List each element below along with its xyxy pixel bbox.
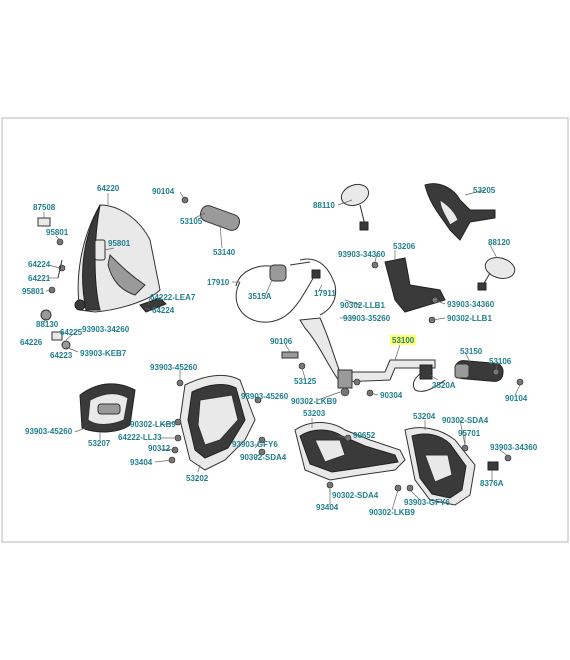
label-93903-45260-c: 93903-45260 bbox=[25, 427, 73, 436]
label-53125: 53125 bbox=[294, 377, 317, 386]
throttle-cable-part bbox=[235, 258, 337, 323]
label-90302-lkb9-a: 90302-LKB9 bbox=[291, 397, 337, 406]
label-93903-gfy6-a: 93903-GFY6 bbox=[232, 440, 278, 449]
label-88130: 88130 bbox=[36, 320, 59, 329]
upper-cover-assembly bbox=[371, 257, 446, 324]
label-93903-45260-a: 93903-45260 bbox=[150, 363, 198, 372]
label-3520a: 3520A bbox=[432, 381, 456, 390]
label-53106: 53106 bbox=[489, 357, 512, 366]
label-53150: 53150 bbox=[460, 347, 483, 356]
label-90104-b: 90104 bbox=[505, 394, 528, 403]
label-93903-keb7: 93903-KEB7 bbox=[80, 349, 127, 358]
label-87508: 87508 bbox=[33, 203, 56, 212]
left-mirror-part bbox=[340, 183, 370, 231]
left-grip-part bbox=[181, 196, 241, 231]
label-53205: 53205 bbox=[473, 186, 496, 195]
label-64222-llj3: 64222-LLJ3 bbox=[118, 433, 162, 442]
handlebar-part bbox=[299, 317, 436, 397]
label-53202: 53202 bbox=[186, 474, 209, 483]
front-panel-part bbox=[168, 374, 266, 471]
diagram-frame bbox=[1, 117, 569, 543]
label-53207: 53207 bbox=[88, 439, 111, 448]
label-64224-a: 64224 bbox=[28, 260, 51, 269]
label-90302-llb1-a: 90302-LLB1 bbox=[340, 301, 385, 310]
label-53140: 53140 bbox=[213, 248, 236, 257]
meter-cover-part bbox=[79, 383, 136, 433]
label-64226: 64226 bbox=[20, 338, 43, 347]
front-cowl-part bbox=[74, 204, 161, 313]
label-8376a: 8376A bbox=[480, 479, 504, 488]
label-64221: 64221 bbox=[28, 274, 51, 283]
label-95801-b: 95801 bbox=[108, 239, 131, 248]
label-53105: 53105 bbox=[180, 217, 203, 226]
rear-cover-part bbox=[404, 427, 512, 506]
label-64225: 64225 bbox=[60, 328, 83, 337]
label-17911: 17911 bbox=[314, 289, 336, 298]
label-53100: 53100 bbox=[392, 336, 415, 345]
label-53203: 53203 bbox=[303, 409, 326, 418]
label-53204: 53204 bbox=[413, 412, 436, 421]
label-64222-lea7: 64222-LEA7 bbox=[150, 293, 196, 302]
label-53206: 53206 bbox=[393, 242, 416, 251]
label-17910: 17910 bbox=[207, 278, 230, 287]
label-90302-lkb9-c: 90302-LKB9 bbox=[369, 508, 415, 517]
label-90106: 90106 bbox=[270, 337, 293, 346]
label-93404-b: 93404 bbox=[316, 503, 339, 512]
label-88110: 88110 bbox=[313, 201, 335, 210]
label-95801-c: 95801 bbox=[22, 287, 45, 296]
label-93903-34360-c: 93903-34360 bbox=[490, 443, 538, 452]
label-93903-34260-a: 93903-34260 bbox=[82, 325, 130, 334]
part-labels: 64220 90104 53105 53140 87508 95801 9580… bbox=[20, 184, 538, 517]
label-64224-b: 64224 bbox=[152, 306, 175, 315]
label-93903-34360-a: 93903-34360 bbox=[338, 250, 386, 259]
label-88120: 88120 bbox=[488, 238, 511, 247]
leader-lines bbox=[43, 189, 521, 511]
label-93903-gfy6-b: 93903-GFY6 bbox=[404, 498, 450, 507]
label-90302-sda4-c: 90302-SDA4 bbox=[442, 416, 489, 425]
label-95701: 95701 bbox=[458, 429, 481, 438]
label-95801-a: 95801 bbox=[46, 228, 69, 237]
label-64220: 64220 bbox=[97, 184, 120, 193]
label-3515a: 3515A bbox=[248, 292, 272, 301]
label-90302-lkb9-b: 90302-LKB9 bbox=[130, 420, 176, 429]
label-93903-45260-b: 93903-45260 bbox=[241, 392, 289, 401]
label-90312: 90312 bbox=[148, 444, 171, 453]
label-90652: 90652 bbox=[353, 431, 376, 440]
label-90304: 90304 bbox=[380, 391, 403, 400]
label-93903-34360-b: 93903-34360 bbox=[447, 300, 495, 309]
label-93903-35260: 93903-35260 bbox=[343, 314, 391, 323]
label-90104-a: 90104 bbox=[152, 187, 175, 196]
label-53100-highlight bbox=[390, 335, 416, 345]
label-64223: 64223 bbox=[50, 351, 73, 360]
label-90302-llb1-b: 90302-LLB1 bbox=[447, 314, 492, 323]
label-90302-sda4-b: 90302-SDA4 bbox=[332, 491, 379, 500]
right-mirror-part bbox=[477, 257, 516, 291]
top-cover-part bbox=[424, 183, 496, 241]
label-93404-a: 93404 bbox=[130, 458, 153, 467]
label-90302-sda4-a: 90302-SDA4 bbox=[240, 453, 287, 462]
